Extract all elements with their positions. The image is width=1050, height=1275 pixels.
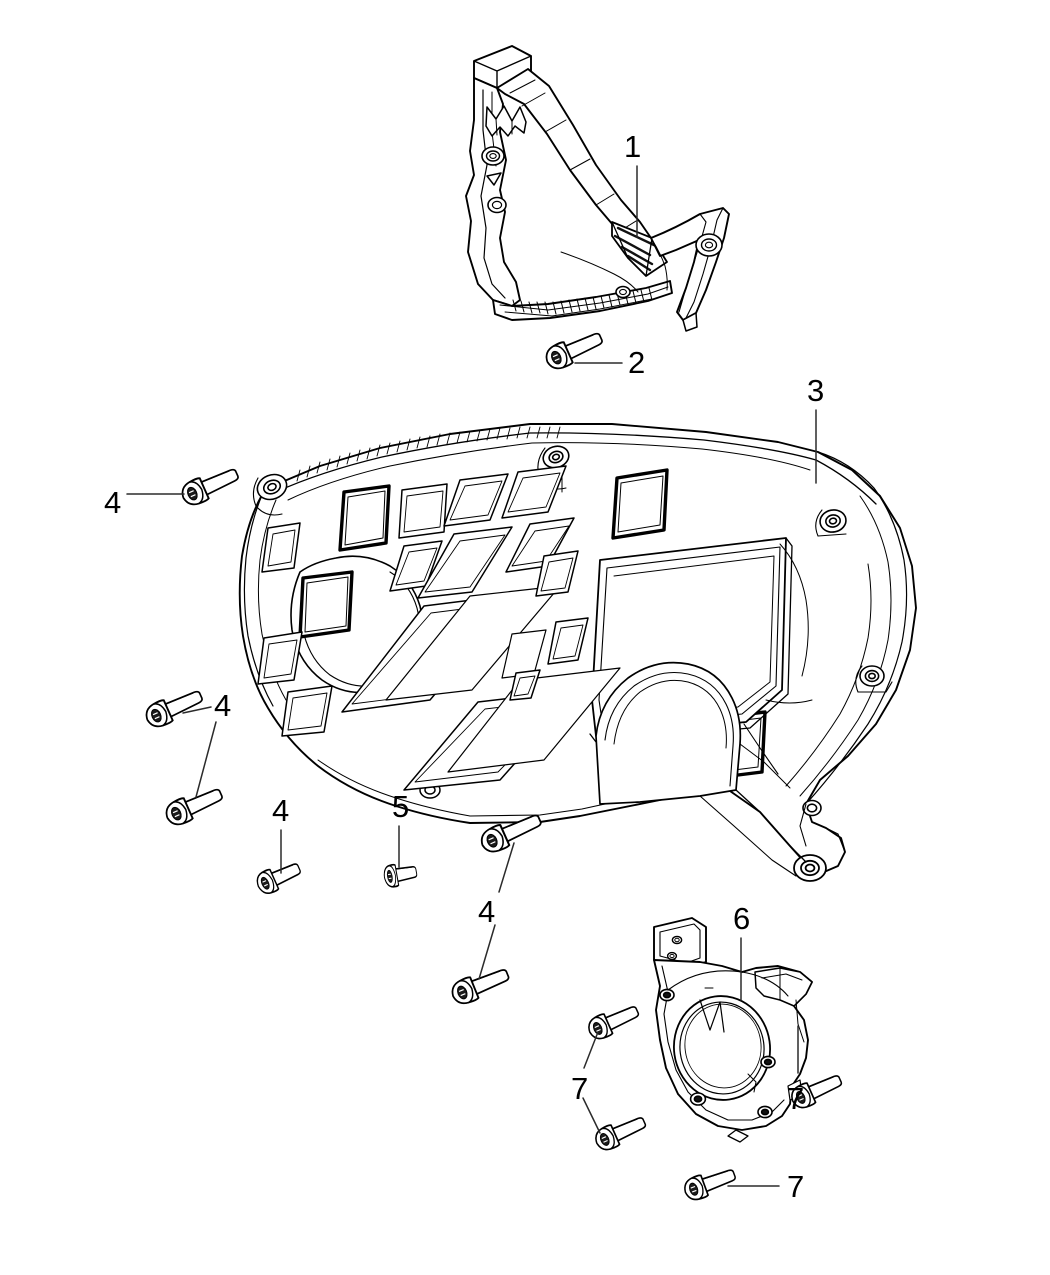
leader-line-4 xyxy=(498,842,515,893)
leader-line-4 xyxy=(195,721,217,798)
leader-line-7 xyxy=(582,1097,601,1134)
part-3-front-timing-cover xyxy=(238,423,917,882)
part-1-upper-timing-cover-bracket xyxy=(465,45,730,332)
bolt-part-4 xyxy=(141,683,207,732)
bolt-part-2 xyxy=(541,325,607,374)
bolt-part-4 xyxy=(177,461,243,510)
part-6-lower-timing-cover xyxy=(653,917,813,1143)
callout-leader-lines xyxy=(126,165,817,1187)
callout-label-5: 5 xyxy=(392,789,410,824)
leader-line-4 xyxy=(478,924,496,980)
callout-label-4: 4 xyxy=(104,485,122,520)
leader-line-7 xyxy=(583,1031,599,1069)
callout-label-3: 3 xyxy=(807,373,825,408)
bolt-part-5 xyxy=(381,859,420,890)
bolt-part-7 xyxy=(680,1162,740,1204)
bolt-part-4 xyxy=(252,856,305,898)
bolt-part-4 xyxy=(161,781,227,830)
callout-label-6: 6 xyxy=(733,901,751,936)
callout-label-7: 7 xyxy=(571,1071,589,1106)
bolt-part-7 xyxy=(591,1110,650,1155)
callout-label-1: 1 xyxy=(624,129,642,164)
callout-label-4: 4 xyxy=(272,793,290,828)
callout-label-4: 4 xyxy=(214,688,232,723)
bolt-part-4 xyxy=(447,962,513,1009)
callout-label-7: 7 xyxy=(787,1169,805,1204)
leader-line-4 xyxy=(182,706,212,714)
callout-label-4: 4 xyxy=(478,894,496,929)
bolt-part-7 xyxy=(584,999,643,1044)
callout-label-7: 7 xyxy=(787,1081,805,1116)
callout-label-2: 2 xyxy=(628,345,646,380)
